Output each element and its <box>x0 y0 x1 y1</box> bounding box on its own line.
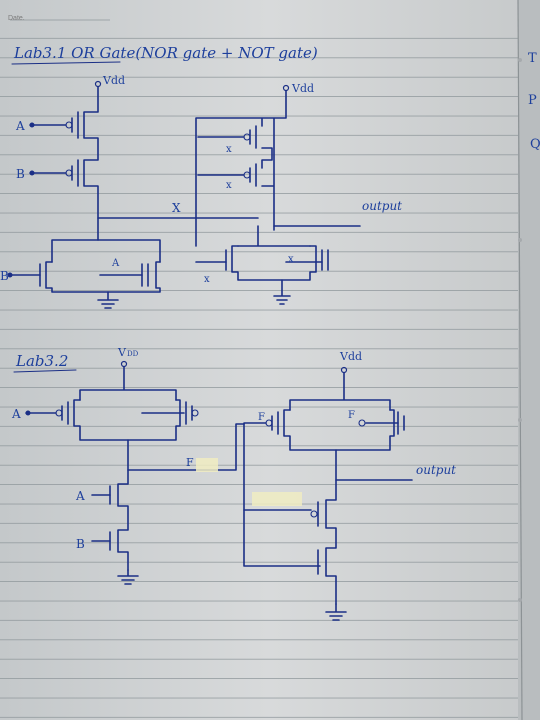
lab2-output: output <box>416 463 456 477</box>
svg-text:F: F <box>258 412 265 423</box>
lab2-title: Lab3.2 <box>15 352 68 370</box>
lab1-not-gate: Vdd x x output x x <box>195 82 402 305</box>
svg-text:x: x <box>288 254 294 265</box>
lab1-vdd-right: Vdd <box>291 82 314 95</box>
lab1-title: Lab3.1 OR Gate(NOR gate + NOT gate) <box>13 44 318 62</box>
lab1-input-a2: A <box>111 258 120 269</box>
lab2-input-a-lower: A <box>75 489 85 503</box>
lab1-input-a: A <box>15 119 25 133</box>
margin-letter-q: Q <box>530 137 540 152</box>
svg-text:x: x <box>226 180 232 191</box>
lab1-output: output <box>362 199 402 213</box>
svg-text:x: x <box>204 274 210 285</box>
svg-text:x: x <box>226 144 232 155</box>
lab2-input-b-lower: B <box>76 537 85 551</box>
lab2-vdd-right: Vdd <box>339 350 362 363</box>
lab2-nand-gate: V DD A F A B <box>11 346 245 585</box>
lab1-node-x: X <box>172 201 181 215</box>
margin-letter-t: T <box>528 51 537 66</box>
lab1-vdd-left: Vdd <box>102 74 125 87</box>
lab2-nor-output-stage: Vdd F F output <box>243 350 456 621</box>
lab2-vdd-left: V <box>117 346 127 359</box>
svg-text:F: F <box>348 410 355 421</box>
lab1-nor-gate: Vdd A B X B A <box>0 74 259 309</box>
date-label: Date. <box>8 15 25 22</box>
lab1-input-b2: B <box>0 269 9 283</box>
margin-letter-p: P <box>528 93 537 108</box>
lab2-input-a: A <box>11 407 21 421</box>
lab2-node-f: F <box>186 456 194 469</box>
ruled-lines <box>0 28 528 720</box>
lab1-input-b: B <box>16 167 25 181</box>
lab2-vdd-sub: DD <box>127 350 139 358</box>
